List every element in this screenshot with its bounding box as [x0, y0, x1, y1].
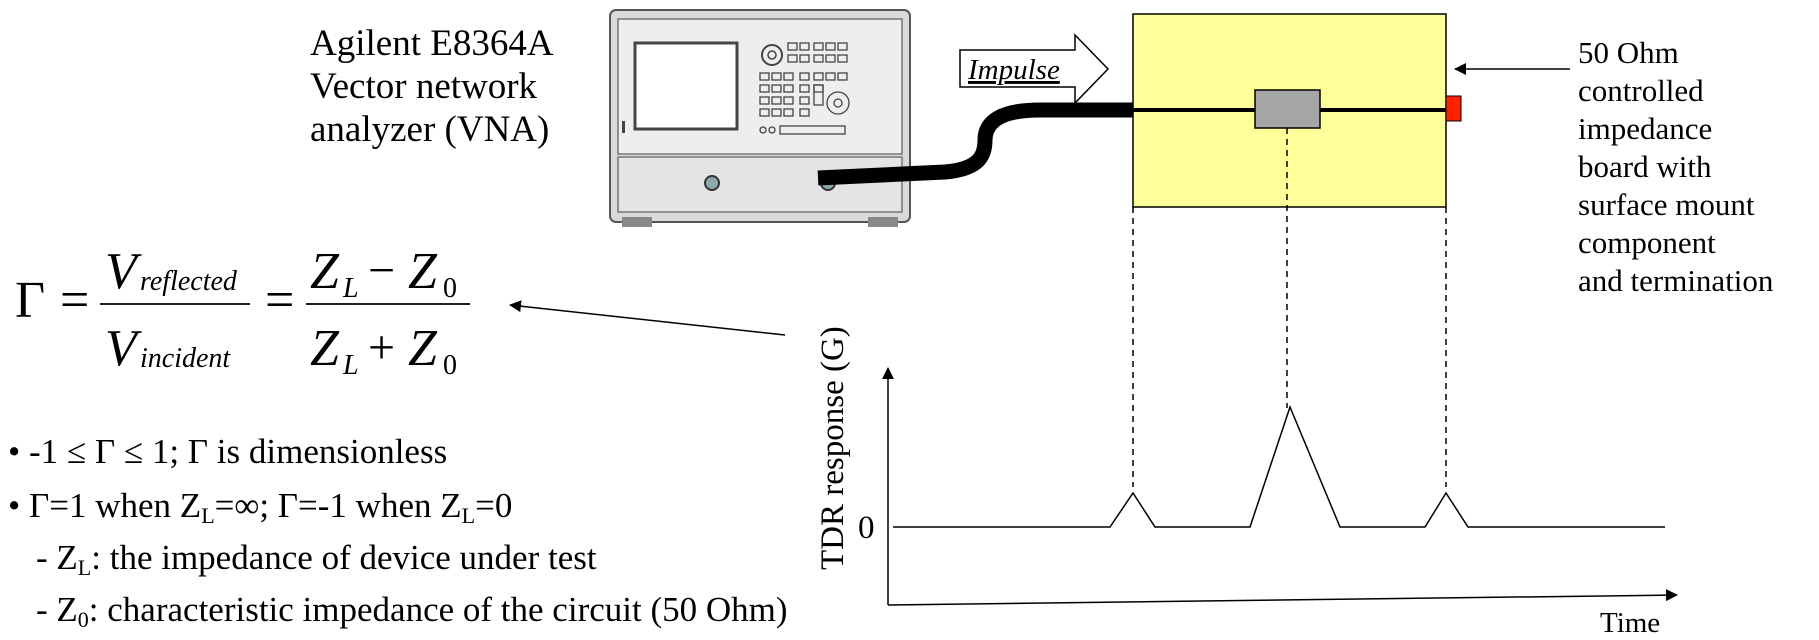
impulse-arrow-icon [959, 33, 1110, 105]
bullet-dot-2: • [8, 486, 30, 525]
surface-mount-component [1254, 89, 1321, 129]
formula-equals-2: = [265, 272, 294, 329]
bullet-2-sub-1: L [201, 503, 215, 528]
termination-resistor [1445, 95, 1462, 122]
impulse-label: Impulse [967, 54, 1060, 86]
bullet-2-part-b: =∞; Γ=-1 when Z [214, 486, 462, 525]
zero-tick-label: 0 [858, 510, 875, 546]
x-axis [887, 589, 1678, 606]
formula-arrow [509, 300, 786, 336]
board-label-line-6: component [1578, 225, 1716, 260]
sub-bullet-1-part-a: - Z [36, 538, 78, 577]
sub-bullet-2-part-a: - Z [36, 590, 78, 629]
formula-gamma: Γ [15, 272, 45, 329]
formula-den-zl: Z [310, 320, 340, 377]
x-axis-label: Time [1600, 607, 1660, 637]
formula-den-z0: Z [408, 320, 438, 377]
formula-equals-1: = [60, 272, 89, 329]
vna-label-line-1: Agilent E8364A [310, 23, 554, 64]
board-label-line-7: and termination [1578, 263, 1774, 298]
formula-minus: − [368, 244, 395, 297]
formula-v-incident-sub: incident [140, 343, 231, 374]
formula-num-z0-sub: 0 [443, 273, 457, 304]
formula-num-zl: Z [310, 243, 340, 300]
coax-cable [817, 102, 1133, 186]
formula-v-reflected-sub: reflected [140, 266, 238, 297]
sub-bullet-1-sub: L [77, 555, 92, 580]
bullet-2-sub-2: L [461, 503, 476, 528]
board-label-line-3: impedance [1578, 111, 1713, 146]
sub-bullet-2: - Z0: characteristic impedance of the ci… [36, 590, 788, 640]
board-label-line-1: 50 Ohm [1578, 35, 1679, 70]
vna-label: Agilent E8364A Vector network analyzer (… [310, 22, 554, 151]
bullet-2-part-a: Γ=1 when Z [29, 486, 202, 525]
board-label-line-2: controlled [1578, 73, 1704, 108]
bullet-1-text: -1 ≤ Γ ≤ 1; Γ is dimensionless [29, 432, 448, 471]
vna-screen [633, 41, 739, 131]
bullet-1: • -1 ≤ Γ ≤ 1; Γ is dimensionless [8, 432, 447, 472]
y-axis-label: TDR response (G) [815, 326, 851, 570]
vna-label-line-2: Vector network [310, 66, 538, 107]
formula-v-incident: V [105, 320, 142, 377]
board-label: 50 Ohm controlled impedance board with s… [1578, 34, 1773, 300]
sub-bullet-1: - ZL: the impedance of device under test [36, 538, 597, 588]
formula-num-zl-sub: L [342, 273, 359, 304]
bullet-2: • Γ=1 when ZL=∞; Γ=-1 when ZL=0 [8, 486, 512, 536]
port-1-icon [704, 175, 720, 191]
board-label-line-4: board with [1578, 149, 1712, 184]
bullet-2-part-c: =0 [475, 486, 513, 525]
formula-plus: + [368, 321, 395, 374]
formula-den-zl-sub: L [342, 350, 359, 381]
vna-instrument [609, 9, 911, 227]
tdr-response-trace [893, 404, 1665, 528]
formula-den-z0-sub: 0 [443, 350, 457, 381]
vna-label-line-3: analyzer (VNA) [310, 109, 550, 150]
board-label-line-5: surface mount [1578, 187, 1755, 222]
sub-bullet-2-part-b: : characteristic impedance of the circui… [88, 590, 788, 629]
bullet-dot-1: • [8, 432, 30, 471]
formula-v-reflected: V [105, 243, 142, 300]
sub-bullet-1-part-b: : the impedance of device under test [91, 538, 597, 577]
formula-num-z0: Z [408, 243, 438, 300]
sub-bullet-2-sub: 0 [77, 607, 89, 632]
